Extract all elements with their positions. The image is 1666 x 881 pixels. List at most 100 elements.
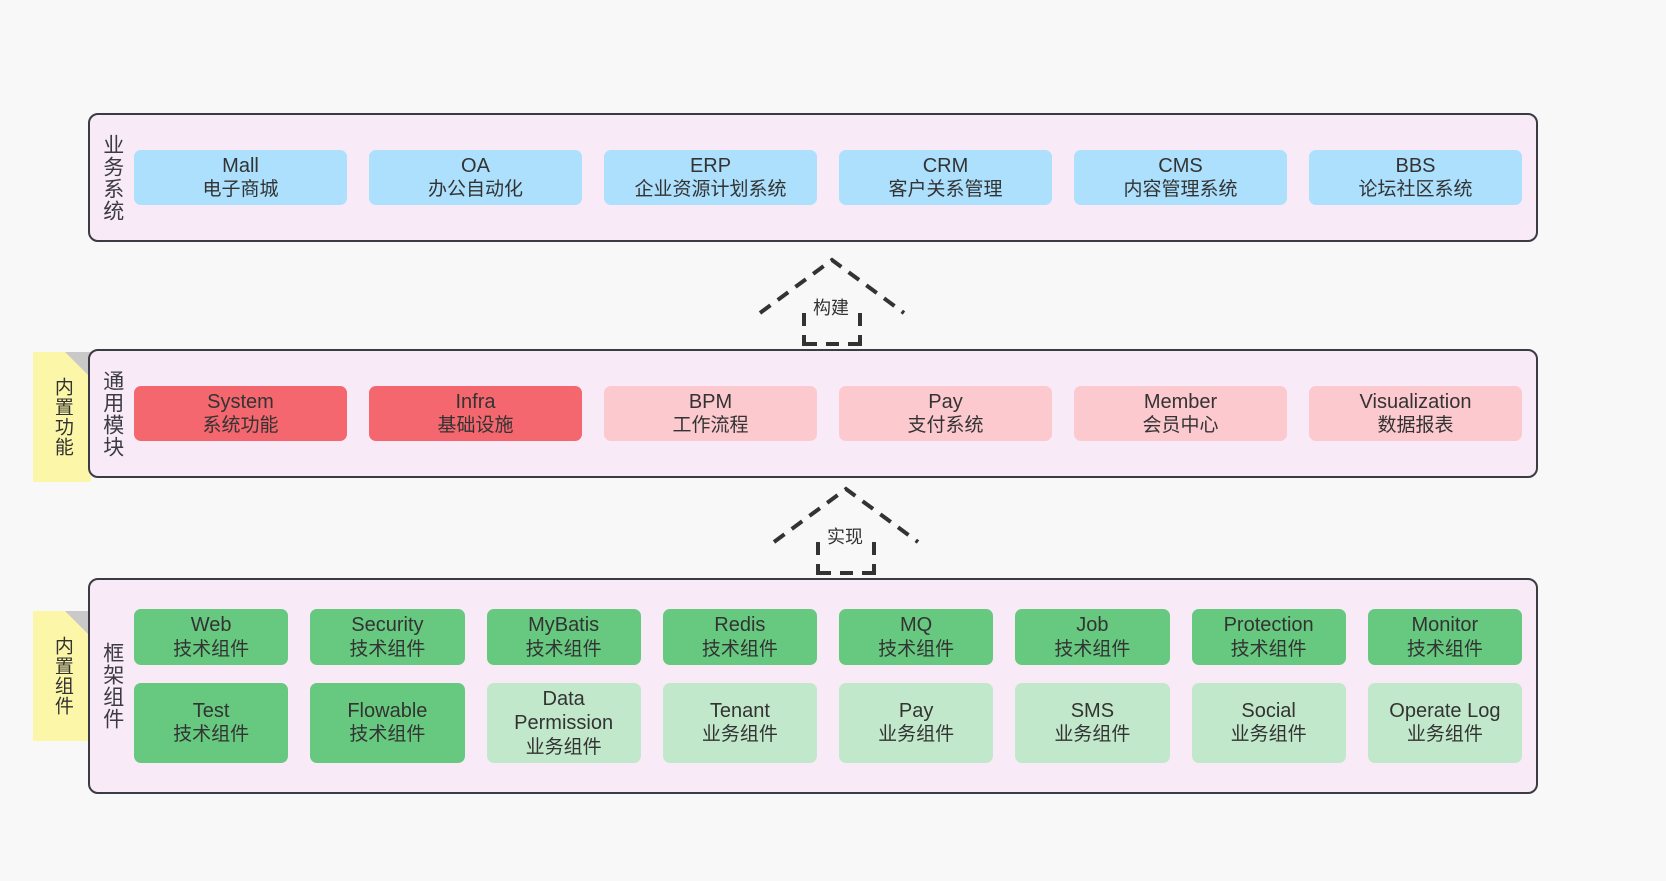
layer-title-framework: 框架组件 [100,642,124,730]
card-title: OA [461,154,490,177]
card-title: System [207,390,274,413]
layer-title-business: 业务系统 [100,133,124,222]
card-title: Test [192,699,230,722]
card-pay[interactable]: Pay 支付系统 [839,385,1052,442]
card-flowable[interactable]: Flowable 技术组件 [310,682,465,763]
card-mq[interactable]: MQ 技术组件 [839,609,994,665]
card-crm[interactable]: CRM 客户关系管理 [839,149,1052,206]
card-subtitle: 技术组件 [173,638,250,660]
layer-title-common: 通用模块 [100,369,124,458]
card-subtitle: 会员中心 [1142,415,1219,437]
card-subtitle: 办公自动化 [427,179,523,201]
card-row: Test 技术组件 Flowable 技术组件 Data Permission … [134,682,1522,763]
card-job[interactable]: Job 技术组件 [1015,609,1170,665]
card-title: Job [1076,614,1109,637]
card-title: CMS [1158,154,1203,177]
card-social[interactable]: Social 业务组件 [1191,682,1346,763]
card-title: Monitor [1411,614,1479,637]
card-test[interactable]: Test 技术组件 [134,682,289,763]
card-title: Security [351,614,424,637]
card-erp[interactable]: ERP 企业资源计划系统 [604,149,817,206]
card-infra[interactable]: Infra 基础设施 [369,385,582,442]
card-member[interactable]: Member 会员中心 [1074,385,1287,442]
card-cms[interactable]: CMS 内容管理系统 [1074,149,1287,206]
card-oa[interactable]: OA 办公自动化 [369,149,582,206]
card-subtitle: 技术组件 [1054,638,1131,660]
card-subtitle: 技术组件 [701,638,778,660]
card-system[interactable]: System 系统功能 [134,385,347,442]
card-title: SMS [1070,699,1115,722]
card-row: System 系统功能 Infra 基础设施 BPM 工作流程 Pay 支付系统… [134,385,1522,442]
card-subtitle: 技术组件 [173,724,250,746]
card-title: Operate Log [1389,699,1501,722]
card-redis[interactable]: Redis 技术组件 [662,609,817,665]
card-visualization[interactable]: Visualization 数据报表 [1309,385,1522,442]
card-subtitle: 业务组件 [1230,724,1307,746]
card-subtitle: 基础设施 [437,415,514,437]
card-row: Mall 电子商城 OA 办公自动化 ERP 企业资源计划系统 CRM 客户关系… [134,149,1522,206]
connector-implement: 实现 [766,486,926,575]
card-title: Web [190,614,232,637]
card-operate-log[interactable]: Operate Log 业务组件 [1367,682,1522,763]
card-bbs[interactable]: BBS 论坛社区系统 [1309,149,1522,206]
layer-body-business: Mall 电子商城 OA 办公自动化 ERP 企业资源计划系统 CRM 客户关系… [134,115,1536,240]
card-subtitle: 业务组件 [701,724,778,746]
card-subtitle: 客户关系管理 [888,179,1003,201]
card-subtitle: 业务组件 [525,736,602,758]
card-subtitle: 技术组件 [349,724,426,746]
layer-business-system: 业务系统 Mall 电子商城 OA 办公自动化 ERP 企业资源计划系统 CRM… [88,113,1538,242]
note-label: 内置功能 [51,377,73,457]
card-mybatis[interactable]: MyBatis 技术组件 [486,609,641,665]
card-title: Mall [222,154,259,177]
card-subtitle: 数据报表 [1377,415,1454,437]
connector-build: 构建 [752,257,912,346]
card-subtitle: 技术组件 [878,638,955,660]
card-title: Member [1143,390,1218,413]
card-sms[interactable]: SMS 业务组件 [1015,682,1170,763]
card-title: Visualization [1359,390,1472,413]
card-subtitle: 支付系统 [907,415,984,437]
layer-framework-components: 框架组件 Web 技术组件 Security 技术组件 MyBatis 技术组件… [88,578,1538,794]
card-subtitle: 内容管理系统 [1123,179,1238,201]
card-title: Infra [455,390,496,413]
card-title: Pay [898,699,934,722]
card-data-permission[interactable]: Data Permission 业务组件 [486,682,641,763]
card-title: ERP [689,154,732,177]
card-subtitle: 技术组件 [1406,638,1483,660]
card-subtitle: 业务组件 [1054,724,1131,746]
card-title: Protection [1223,614,1314,637]
card-subtitle: 技术组件 [525,638,602,660]
card-title: Data Permission [514,687,614,735]
card-subtitle: 业务组件 [878,724,955,746]
card-title: Redis [714,614,766,637]
card-tenant[interactable]: Tenant 业务组件 [662,682,817,763]
card-mall[interactable]: Mall 电子商城 [134,149,347,206]
note-fold-corner-icon [65,611,91,637]
connector-label-implement: 实现 [824,523,866,549]
card-pay-business[interactable]: Pay 业务组件 [839,682,994,763]
note-label: 内置组件 [51,636,73,716]
card-subtitle: 技术组件 [349,638,426,660]
card-title: Social [1241,699,1296,722]
layer-body-common: System 系统功能 Infra 基础设施 BPM 工作流程 Pay 支付系统… [134,351,1536,476]
card-web[interactable]: Web 技术组件 [134,609,289,665]
card-subtitle: 论坛社区系统 [1358,179,1473,201]
card-title: MQ [900,614,933,637]
card-subtitle: 电子商城 [202,179,279,201]
connector-label-build: 构建 [810,294,852,320]
card-title: BPM [688,390,733,413]
note-fold-corner-icon [65,352,91,378]
sticky-note-builtin-features: 内置功能 [33,352,91,482]
card-title: BBS [1395,154,1436,177]
card-protection[interactable]: Protection 技术组件 [1191,609,1346,665]
layer-body-framework: Web 技术组件 Security 技术组件 MyBatis 技术组件 Redi… [134,580,1536,792]
card-title: Flowable [347,699,428,722]
card-bpm[interactable]: BPM 工作流程 [604,385,817,442]
card-subtitle: 技术组件 [1230,638,1307,660]
card-title: Tenant [709,699,770,722]
card-monitor[interactable]: Monitor 技术组件 [1367,609,1522,665]
card-title: Pay [928,390,963,413]
card-title: MyBatis [528,614,600,637]
card-security[interactable]: Security 技术组件 [310,609,465,665]
